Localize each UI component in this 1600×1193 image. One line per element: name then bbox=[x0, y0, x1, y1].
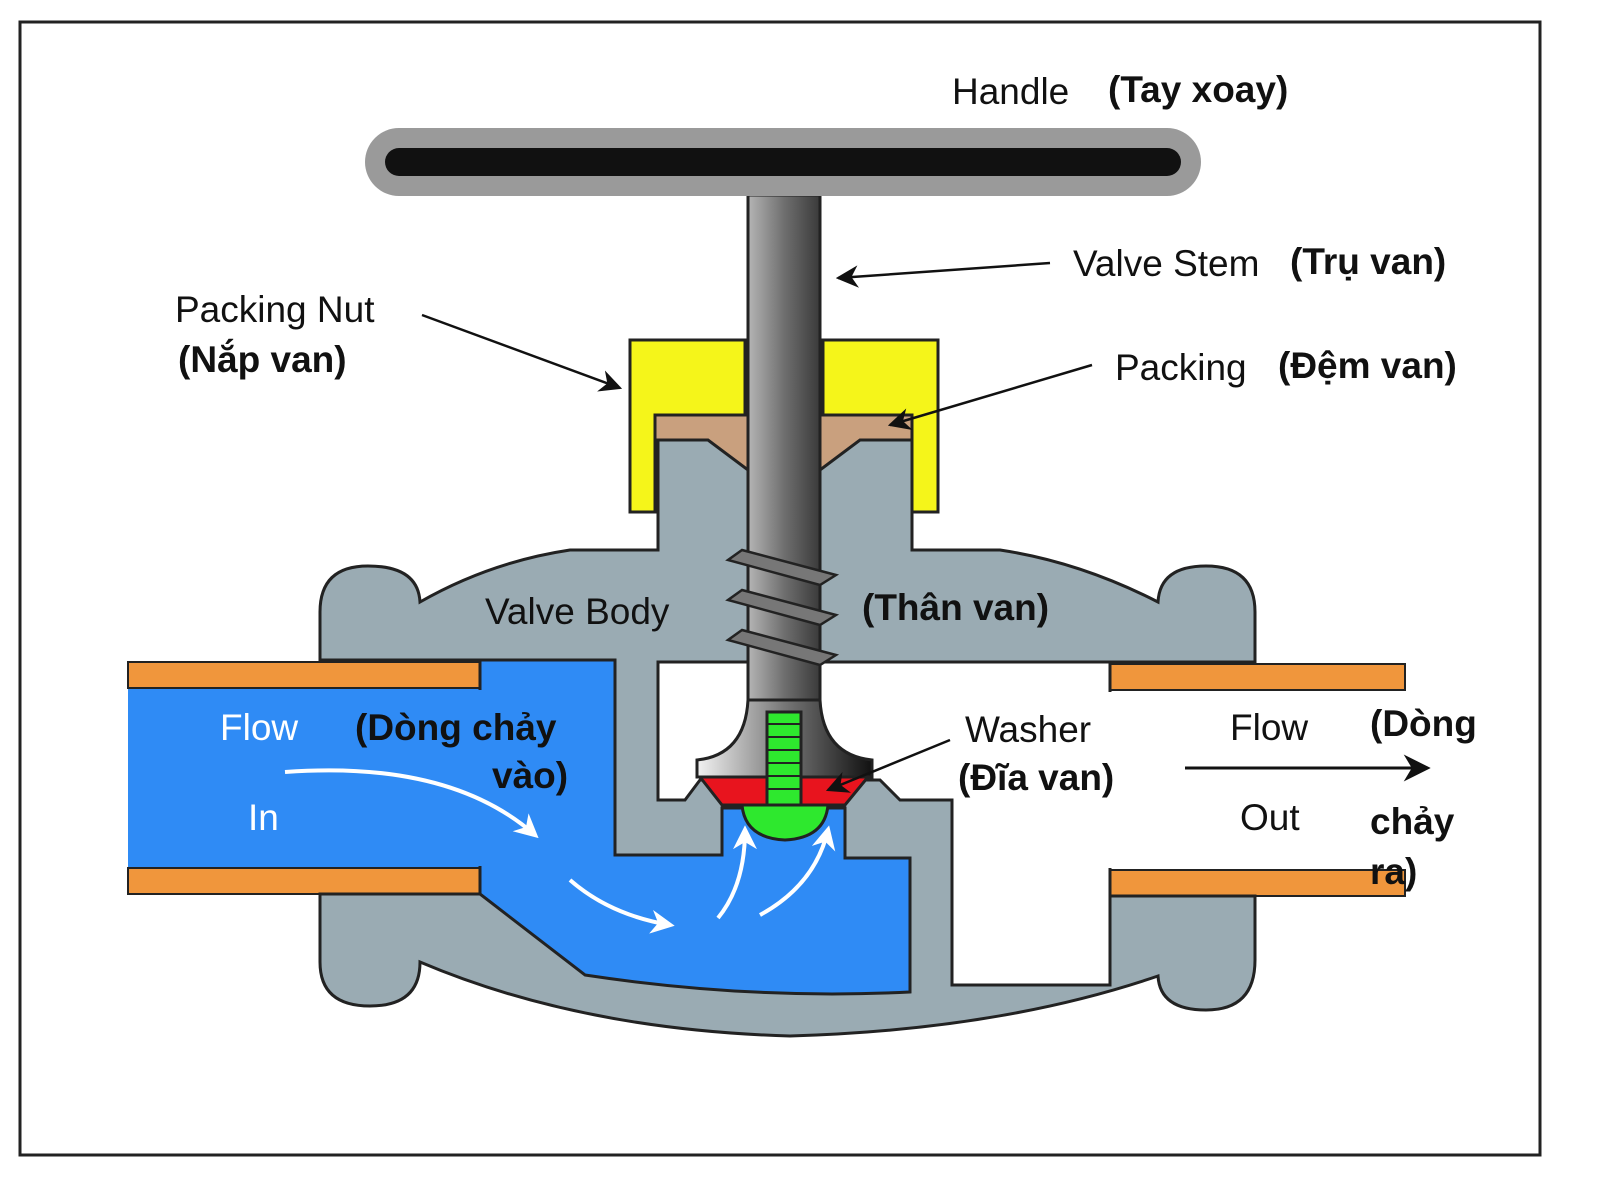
label-valve-stem: Valve Stem bbox=[1073, 243, 1259, 284]
label-flow-in-1: Flow bbox=[220, 707, 298, 748]
label-flow-out-vi-1: (Dòng bbox=[1370, 703, 1477, 744]
label-packing-vi: (Đệm van) bbox=[1278, 345, 1457, 386]
label-handle: Handle bbox=[952, 71, 1069, 112]
label-flow-in-vi-1: (Dòng chảy bbox=[355, 707, 557, 748]
label-flow-out-vi-2: chảy bbox=[1370, 801, 1455, 842]
label-washer-vi: (Đĩa van) bbox=[958, 757, 1114, 798]
label-flow-in-vi-2: vào) bbox=[492, 755, 568, 796]
inlet-pipe bbox=[127, 661, 488, 895]
label-valve-body: Valve Body bbox=[485, 591, 670, 632]
washer-screw bbox=[740, 710, 830, 842]
label-handle-vi: (Tay xoay) bbox=[1108, 69, 1288, 110]
leader-lines bbox=[421, 261, 1093, 793]
label-packing-nut: Packing Nut bbox=[175, 289, 375, 330]
label-valve-body-vi: (Thân van) bbox=[862, 587, 1049, 628]
label-washer: Washer bbox=[965, 709, 1091, 750]
label-packing-nut-vi: (Nắp van) bbox=[178, 338, 347, 380]
label-valve-stem-vi: (Trụ van) bbox=[1290, 241, 1446, 282]
outlet-pipe bbox=[1109, 663, 1406, 897]
stem-threads bbox=[725, 548, 840, 667]
label-flow-out-vi-3: ra) bbox=[1370, 851, 1417, 892]
label-flow-out-2: Out bbox=[1240, 797, 1300, 838]
flow-arrows bbox=[284, 768, 836, 934]
label-flow-in-2: In bbox=[248, 797, 279, 838]
label-flow-out-1: Flow bbox=[1230, 707, 1308, 748]
label-packing: Packing bbox=[1115, 347, 1247, 388]
water-flow-region bbox=[478, 658, 912, 996]
handle bbox=[365, 128, 1201, 196]
